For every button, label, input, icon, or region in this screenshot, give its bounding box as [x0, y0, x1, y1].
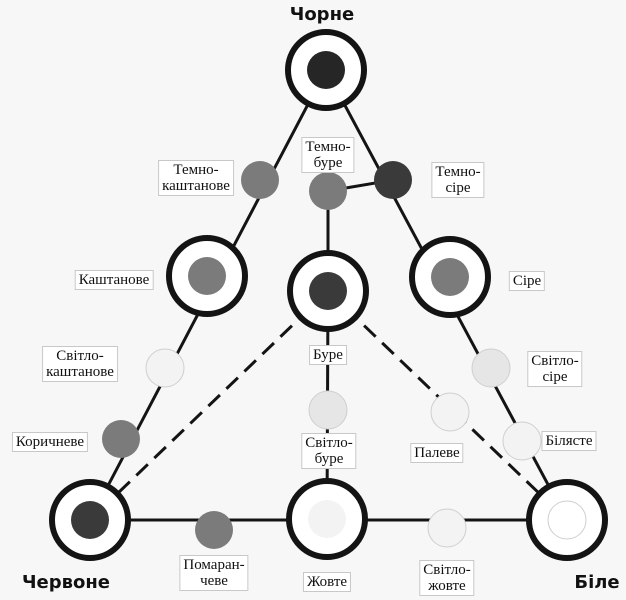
label-whitish: Білясте: [541, 431, 597, 451]
label-white: Біле: [574, 572, 620, 593]
node-light_brown: [308, 390, 348, 430]
label-grey: Сіре: [508, 271, 546, 291]
edge-brown-red: [88, 289, 330, 522]
node-light_grey: [471, 348, 511, 388]
label-light-yellow: Світло- жовте: [419, 560, 475, 596]
node-red: [71, 501, 109, 539]
node-brown: [309, 272, 347, 310]
node-light_chestnut: [145, 348, 185, 388]
node-white: [547, 500, 587, 540]
label-light-brown: Світло- буре: [301, 433, 357, 469]
label-brown: Буре: [309, 345, 347, 365]
node-grey: [431, 258, 469, 296]
node-chestnut: [188, 257, 226, 295]
label-orange: Помаран- чеве: [179, 555, 249, 591]
label-chestnut: Каштанове: [74, 270, 154, 290]
node-black: [307, 51, 345, 89]
label-cinnamon-brown: Коричневе: [11, 432, 89, 452]
label-black: Чорне: [289, 4, 355, 25]
label-dark-chestnut: Темно- каштанове: [158, 160, 234, 196]
node-yellow: [308, 500, 346, 538]
label-yellow: Жовте: [302, 572, 352, 592]
node-dark_chestnut: [241, 161, 279, 199]
node-cinnamon_brown: [102, 420, 140, 458]
node-light_yellow: [427, 508, 467, 548]
node-whitish: [502, 421, 542, 461]
label-pale: Палеве: [410, 443, 464, 463]
label-light-chestnut: Світло- каштанове: [42, 346, 118, 382]
label-dark-brown: Темно- буре: [301, 137, 355, 173]
node-pale: [430, 392, 470, 432]
node-dark_grey: [374, 161, 412, 199]
label-red: Червоне: [21, 572, 111, 593]
label-dark-grey: Темно- сіре: [431, 162, 485, 198]
label-light-grey: Світло- сіре: [527, 351, 583, 387]
node-dark_brown: [309, 172, 347, 210]
node-orange: [195, 511, 233, 549]
